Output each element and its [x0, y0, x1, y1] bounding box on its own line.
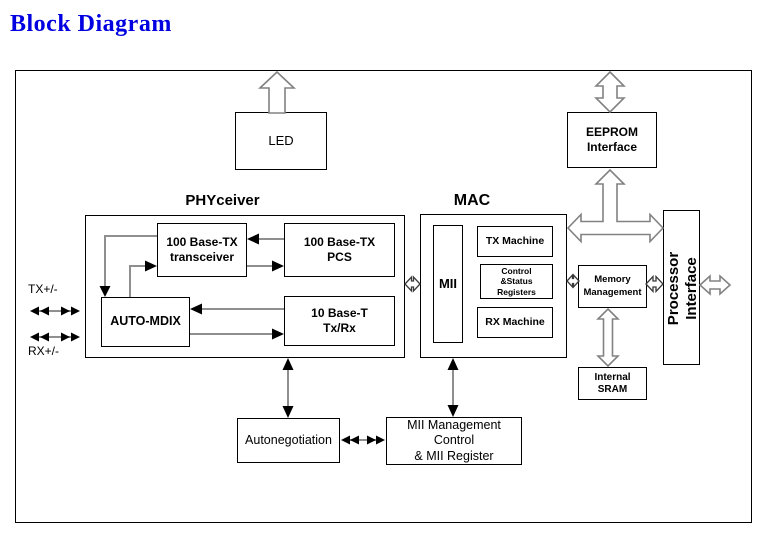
control-status-registers-block: Control &Status Registers: [480, 264, 553, 299]
10baset-txrx-block: 10 Base-T Tx/Rx: [284, 296, 395, 346]
auto-mdix-block: AUTO-MDIX: [101, 297, 190, 347]
led-block: LED: [235, 112, 327, 170]
internal-sram-block: Internal SRAM: [578, 367, 647, 400]
rx-pair-label: RX+/-: [28, 344, 60, 358]
mii-block: MII: [433, 225, 463, 343]
processor-interface-label: Processor Interface: [665, 251, 700, 326]
rx-machine-block: RX Machine: [477, 307, 553, 338]
eeprom-interface-block: EEPROM Interface: [567, 112, 657, 168]
mac-section-title: MAC: [453, 192, 491, 209]
100basetx-transceiver-block: 100 Base-TX transceiver: [157, 223, 247, 277]
memory-management-block: Memory Management: [578, 265, 647, 308]
page-title: Block Diagram: [10, 11, 172, 37]
tx-machine-block: TX Machine: [477, 226, 553, 257]
100basetx-pcs-block: 100 Base-TX PCS: [284, 223, 395, 277]
mii-management-block: MII Management Control & MII Register: [386, 417, 522, 465]
phyceiver-section-title: PHYceiver: [185, 192, 260, 209]
tx-pair-label: TX+/-: [28, 282, 58, 296]
autonegotiation-block: Autonegotiation: [237, 418, 340, 463]
processor-interface-block: Processor Interface: [663, 210, 700, 365]
